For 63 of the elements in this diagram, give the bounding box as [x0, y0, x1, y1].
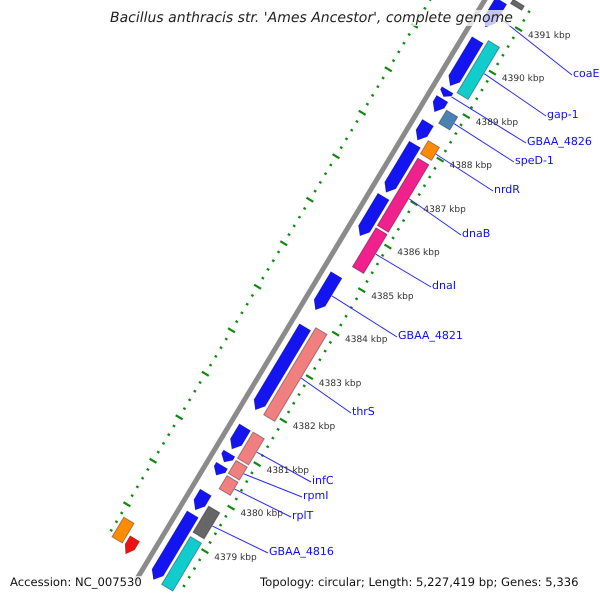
- gene-feature: [218, 474, 239, 496]
- gene-feature: [254, 323, 312, 410]
- leader-line: [332, 295, 398, 338]
- gene-feature: [111, 516, 135, 544]
- tick-label: 4379 kbp: [214, 554, 257, 563]
- leader-line: [243, 473, 302, 498]
- gene-feature: [384, 140, 421, 193]
- tick-label: 4381 kbp: [266, 466, 309, 476]
- gene-feature: [438, 110, 458, 131]
- gene-label: coaE: [573, 68, 600, 79]
- tick-label: 4382 kbp: [292, 423, 336, 432]
- footer-text: Topology: circular; Length: 5,227,419 bp; Genes: 5,336: [258, 576, 580, 590]
- gene-label: rpmI: [303, 490, 328, 501]
- gene-feature: [314, 271, 342, 310]
- leader-line: [375, 254, 432, 288]
- gene-feature: [230, 423, 251, 450]
- gene-feature: [236, 431, 265, 466]
- gene-feature: [510, 0, 525, 11]
- leader-line: [256, 452, 312, 482]
- tick-label: 4386 kbp: [397, 249, 440, 258]
- leader-line: [234, 488, 292, 518]
- leader-line: [300, 378, 352, 414]
- gene-feature: [456, 40, 500, 100]
- leader-line: [408, 198, 462, 236]
- tick-label: 4384 kbp: [345, 336, 388, 346]
- tick-label: 4387 kbp: [423, 206, 466, 215]
- gene-feature: [352, 227, 388, 274]
- gene-feature: [192, 505, 220, 540]
- tick-label: 4383 kbp: [318, 380, 362, 389]
- gene-feature: [160, 536, 202, 592]
- gene-label: GBAA_4821: [398, 330, 463, 341]
- leader-line: [451, 96, 526, 144]
- gene-label: gap-1: [547, 109, 579, 120]
- gene-label: infC: [312, 475, 334, 486]
- gene-label: nrdR: [494, 184, 520, 195]
- gene-feature: [194, 488, 212, 510]
- leader-line: [454, 123, 514, 162]
- gene-feature: [228, 460, 248, 481]
- gene-label: dnaB: [462, 228, 490, 239]
- leader-line: [435, 154, 494, 192]
- gene-feature: [358, 192, 390, 236]
- tick-label: 4390 kbp: [502, 75, 544, 84]
- gene-label: GBAA_4816: [269, 546, 334, 557]
- gene-label: thrS: [352, 406, 375, 417]
- gene-feature: [448, 36, 484, 86]
- gene-feature: [124, 535, 140, 554]
- gene-feature: [214, 462, 228, 476]
- leader-line: [212, 526, 268, 554]
- leader-line: [484, 73, 546, 116]
- gene-label: speD-1: [515, 155, 554, 166]
- gene-feature: [416, 118, 434, 140]
- gene-label: rplT: [292, 510, 314, 521]
- gene-feature: [152, 510, 199, 580]
- gene-label: GBAA_4826: [527, 136, 592, 147]
- title: Bacillus anthracis str. 'Ames Ancestor', complete genome: [108, 10, 515, 26]
- tick-label: 4380 kbp: [240, 510, 283, 520]
- gene-feature: [221, 450, 236, 462]
- gene-feature: [440, 86, 454, 97]
- footer-text: Accession: NC_007530: [8, 576, 144, 590]
- tick-label: 4391 kbp: [528, 32, 570, 41]
- tick-label: 4385 kbp: [371, 292, 414, 302]
- gene-feature: [432, 94, 448, 112]
- gene-label: dnaI: [432, 280, 456, 291]
